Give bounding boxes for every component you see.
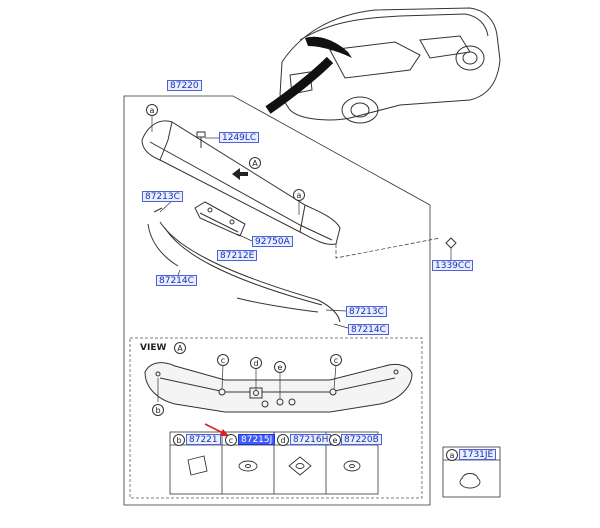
view-leaders — [157, 364, 337, 402]
label-1339cc[interactable]: 1339CC — [432, 260, 474, 271]
view-arrow-a — [232, 168, 248, 180]
label-1249lc[interactable]: 1249LC — [219, 132, 260, 143]
table-marker-e: e — [329, 434, 341, 446]
label-87213c-lower[interactable]: 87213C — [346, 306, 387, 317]
bracket-92750a — [194, 201, 246, 237]
bolt-1249lc — [196, 131, 206, 148]
marker-d: d — [250, 357, 262, 369]
spoiler-leader — [265, 56, 334, 114]
label-87214c-lower[interactable]: 87214C — [348, 324, 389, 335]
label-87214c-upper[interactable]: 87214C — [156, 275, 197, 286]
view-label: VIEW — [140, 343, 167, 353]
marker-view-a-box: A — [174, 342, 186, 354]
label-87221[interactable]: 87221 — [186, 434, 221, 445]
part-icon-87220b — [343, 460, 361, 472]
part-icon-87216h — [288, 456, 312, 476]
clip-1339cc — [445, 237, 457, 249]
marker-b: b — [152, 404, 164, 416]
label-87213c-upper[interactable]: 87213C — [142, 191, 183, 202]
marker-c-right: c — [330, 354, 342, 366]
label-87220b[interactable]: 87220B — [341, 434, 382, 445]
marker-a-right: a — [293, 189, 305, 201]
part-icon-87221 — [187, 455, 208, 476]
view-box — [129, 337, 423, 499]
part-icon-87215j — [238, 460, 258, 472]
label-92750a[interactable]: 92750A — [252, 236, 293, 247]
label-87215j[interactable]: 87215J — [238, 434, 276, 445]
seals — [147, 207, 341, 323]
label-87212e[interactable]: 87212E — [217, 250, 258, 261]
label-87220[interactable]: 87220 — [167, 80, 202, 91]
main-frame — [123, 95, 431, 506]
marker-c-left: c — [217, 354, 229, 366]
table-marker-b: b — [173, 434, 185, 446]
part-icon-1731je — [459, 473, 481, 489]
table-marker-d: d — [277, 434, 289, 446]
marker-a-top: a — [146, 104, 158, 116]
marker-view-a: A — [249, 157, 261, 169]
table-marker-c: c — [225, 434, 237, 446]
spoiler-assembly — [141, 120, 341, 245]
car-spoiler-highlight — [305, 36, 352, 58]
label-1731je[interactable]: 1731JE — [459, 449, 497, 460]
marker-e: e — [274, 361, 286, 373]
leader-lines — [151, 116, 452, 329]
table-marker-a: a — [446, 449, 458, 461]
car-illustration — [279, 7, 501, 124]
label-87216h[interactable]: 87216H — [290, 434, 332, 445]
